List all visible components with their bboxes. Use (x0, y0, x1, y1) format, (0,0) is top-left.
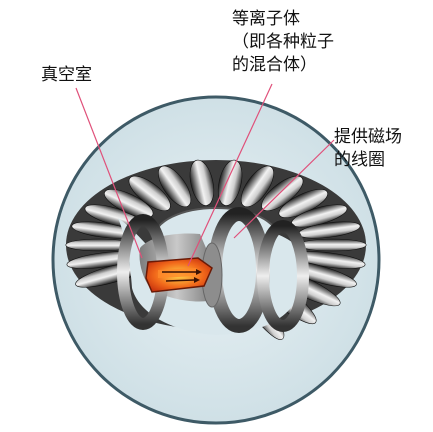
coil-band (158, 165, 192, 208)
plasma-arrow-icon (145, 257, 213, 293)
plasma-label-line-1: 等离子体 (232, 9, 300, 29)
vacuum-chamber-label: 真空室 (41, 65, 92, 85)
leader-line-coils (233, 139, 335, 239)
magnetic-coils-label: 提供磁场 的线圈 (334, 126, 402, 172)
plasma-label: 等离子体 （即各种粒子 的混合体） (232, 8, 334, 77)
coil-band (298, 238, 367, 252)
magnetic-coils-label-line-2: 的线圈 (334, 150, 385, 170)
magnetic-coils-label-line-1: 提供磁场 (334, 127, 402, 147)
leader-lines (75, 83, 335, 267)
leader-line-plasma (187, 83, 273, 267)
coil-band (240, 165, 274, 208)
coil-band (128, 175, 171, 212)
coil-band (189, 159, 215, 206)
plasma-label-line-3: 的混合体） (232, 55, 317, 75)
tokamak-torus-icon (65, 159, 367, 340)
coil-band (217, 159, 243, 206)
leader-line-vacuum-chamber (75, 87, 143, 259)
plasma-label-line-2: （即各种粒子 (232, 32, 334, 52)
